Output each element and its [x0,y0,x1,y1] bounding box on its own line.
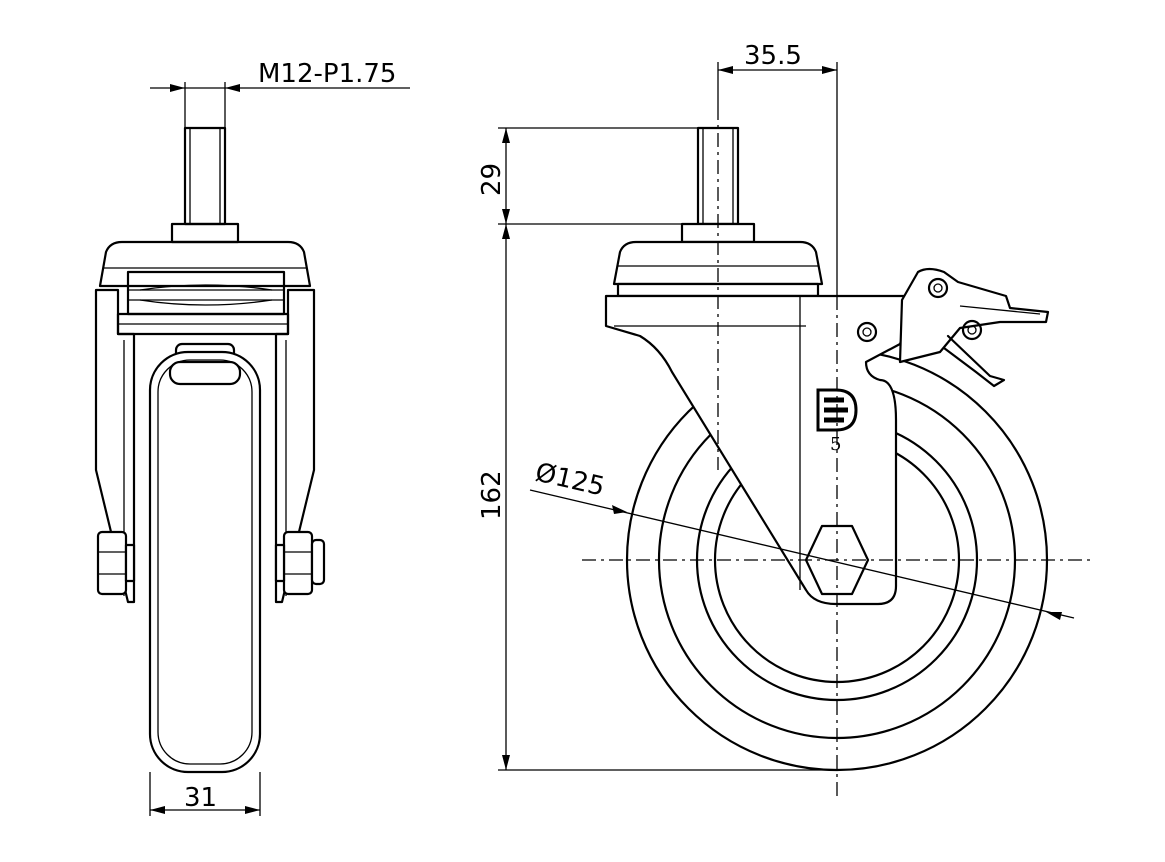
width-dimension-label: 31 [184,783,217,813]
front-top-cap [98,240,312,288]
stem-height-dimension: 29 [477,127,698,225]
front-stem-nut [170,222,240,244]
side-view: 5 35.5 29 162 [477,41,1094,796]
front-axle-end [310,538,326,586]
brand-logo-number: 5 [830,434,841,455]
width-dimension: 31 [149,772,261,816]
thread-dimension-label: M12-P1.75 [258,59,396,89]
thread-dimension: M12-P1.75 [150,59,410,128]
front-threaded-stem [183,126,227,226]
offset-dimension: 35.5 [717,41,838,296]
wheel-diameter-dimension-label: Ø125 [532,458,607,503]
front-axle-nut-left [96,530,128,596]
front-swivel-bearing [126,270,286,316]
stem-height-dimension-label: 29 [477,163,507,196]
front-view: M12-P1.75 31 [94,59,410,816]
side-brake-lever [898,267,1050,364]
side-brake-pin [961,319,983,341]
side-fork-bolt [856,321,878,343]
front-fork-right [274,288,316,604]
front-axle-nut-right [282,530,314,596]
offset-dimension-label: 35.5 [744,41,802,71]
side-fork [604,294,918,606]
front-wheel [148,350,262,774]
side-brake-pivot [927,277,949,299]
total-height-dimension-label: 162 [477,470,507,520]
total-height-dimension: 162 [477,224,837,771]
front-fork-left [94,288,136,604]
